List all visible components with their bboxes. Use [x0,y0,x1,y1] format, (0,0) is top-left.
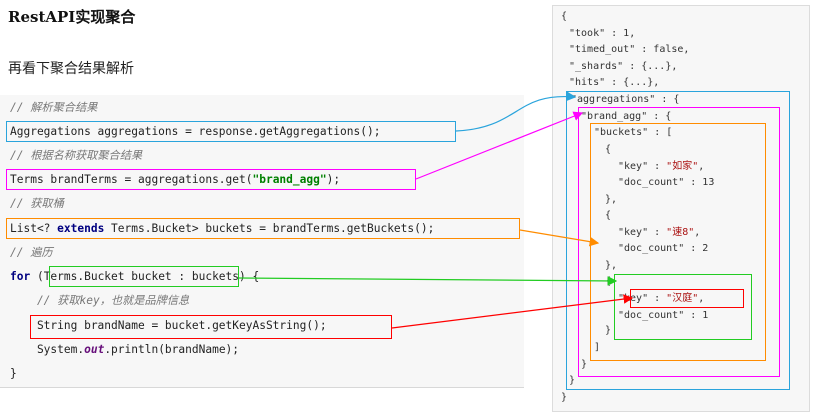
json-value: "汉庭" [666,293,699,304]
json-key: "key" [618,161,649,172]
json-hits: "hits" : {...}, [569,75,659,91]
code-line-get-key: String brandName = bucket.getKeyAsString… [10,319,327,332]
code-text: List<? [10,222,58,235]
json-key: "brand_agg" [581,111,648,122]
json-brace: } [561,392,568,403]
json-brace: { [605,210,612,221]
json-colon: : [648,293,667,304]
json-value: : 1 [684,310,709,321]
json-bracket: ] [594,342,601,353]
highlight-box-bucket-loop [49,266,239,287]
json-value: : { [655,94,680,105]
json-value: : false, [635,44,690,55]
json-buckets: "buckets" : [ [594,125,672,141]
code-field: out [84,343,105,356]
json-bucket-doc-count: "doc_count" : 13 [618,175,714,191]
code-keyword: extends [57,222,105,235]
json-colon: : [648,227,667,238]
page-title: RestAPI实现聚合 [8,8,136,26]
highlight-box-json-key [630,289,744,308]
json-bucket-doc-count: "doc_count" : 2 [618,241,708,257]
code-line-get-buckets: List<? extends Terms.Bucket> buckets = b… [10,220,434,238]
highlight-box-brand-terms [6,169,416,190]
json-key: "_shards" [569,61,624,72]
highlight-box-aggregations [6,121,456,142]
code-text: Terms.Bucket> buckets = brandTerms.getBu… [104,222,435,235]
code-text: Terms brandTerms = aggregations.get( [10,173,253,186]
code-text: ); [326,173,341,186]
json-key: "key" [618,227,649,238]
json-brace: }, [605,194,618,205]
json-brace: { [561,11,568,22]
code-comment: // 解析聚合结果 [10,101,98,114]
code-comment: // 获取桶 [10,197,64,210]
json-value: : 13 [684,177,715,188]
json-comma: , [698,161,705,172]
json-key: "doc_count" [618,243,685,254]
json-key: "hits" [569,77,606,88]
json-aggregations: "aggregations" : { [571,92,679,108]
json-key: "doc_count" [618,177,685,188]
json-value: : {...}, [605,77,660,88]
json-key: "timed_out" [569,44,636,55]
json-value: : {...}, [623,61,678,72]
json-brace: } [605,325,612,336]
code-comment: // 根据名称获取聚合结果 [10,149,143,162]
json-colon: : [648,161,667,172]
json-comma: , [694,227,701,238]
json-brace: } [581,359,588,370]
json-value: "如家" [666,161,699,172]
code-line-for-loop: for (Terms.Bucket bucket : buckets) { [10,268,259,286]
json-key: "took" [569,28,606,39]
json-bucket-key: "key" : "速8", [618,225,700,241]
json-value: : 2 [684,243,709,254]
json-took: "took" : 1, [569,26,635,42]
json-shards: "_shards" : {...}, [569,59,677,75]
highlight-box-get-key [30,315,392,339]
json-timed-out: "timed_out" : false, [569,42,689,58]
json-value: : [ [648,127,673,138]
code-text: .println(brandName); [104,343,240,356]
code-comment: // 遍历 [10,246,53,259]
json-brace: } [569,375,576,386]
json-key: "doc_count" [618,310,685,321]
code-text: System. [10,343,85,356]
section-subtitle: 再看下聚合结果解析 [8,61,134,77]
code-keyword: for [10,270,31,283]
json-value: : 1, [605,28,636,39]
json-brace: }, [605,260,618,271]
json-value: "速8" [666,227,695,238]
json-comma: , [698,293,705,304]
code-line-get-aggregations: Aggregations aggregations = response.get… [10,125,381,138]
json-response-panel [552,5,810,412]
json-brand-agg: "brand_agg" : { [581,109,671,125]
json-key: "buckets" [594,127,649,138]
json-key: "aggregations" [571,94,656,105]
code-string: "brand_agg" [252,173,327,186]
json-value: : { [647,111,672,122]
code-text: (Terms.Bucket bucket : buckets) { [30,270,260,283]
code-line-println: System.out.println(brandName); [10,341,239,359]
highlight-box-buckets [6,218,520,239]
code-line-get-brand-terms: Terms brandTerms = aggregations.get("bra… [10,171,340,189]
json-bucket-key: "key" : "如家", [618,159,704,175]
code-comment: // 获取key，也就是品牌信息 [10,294,190,307]
code-line-close-brace: } [10,367,17,380]
json-brace: { [605,144,612,155]
json-bucket-doc-count: "doc_count" : 1 [618,308,708,324]
